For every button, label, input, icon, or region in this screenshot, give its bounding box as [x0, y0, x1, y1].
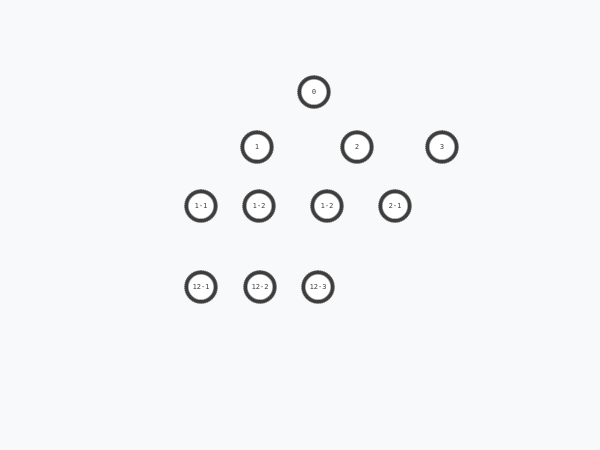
node-2-1[interactable]: 2-1 [378, 189, 412, 223]
node-1-2[interactable]: 1-2 [242, 189, 276, 223]
node-1-2-second[interactable]: 1-2 [310, 189, 344, 223]
node-label: 12-1 [192, 282, 210, 291]
node-label: 3 [439, 142, 445, 151]
node-label: 0 [311, 87, 317, 96]
node-label: 1-1 [194, 201, 208, 210]
node-12-2[interactable]: 12-2 [243, 270, 277, 304]
node-1[interactable]: 1 [240, 130, 274, 164]
node-label: 1 [254, 142, 260, 151]
node-label: 1-2 [320, 201, 334, 210]
node-label: 2-1 [388, 201, 402, 210]
node-label: 12-2 [251, 282, 269, 291]
node-label: 12-3 [309, 282, 327, 291]
node-12-3[interactable]: 12-3 [301, 270, 335, 304]
node-label: 2 [354, 142, 360, 151]
node-1-1[interactable]: 1-1 [184, 189, 218, 223]
node-label: 1-2 [252, 201, 266, 210]
node-0[interactable]: 0 [297, 75, 331, 109]
node-3[interactable]: 3 [425, 130, 459, 164]
node-12-1[interactable]: 12-1 [184, 270, 218, 304]
node-2[interactable]: 2 [340, 130, 374, 164]
